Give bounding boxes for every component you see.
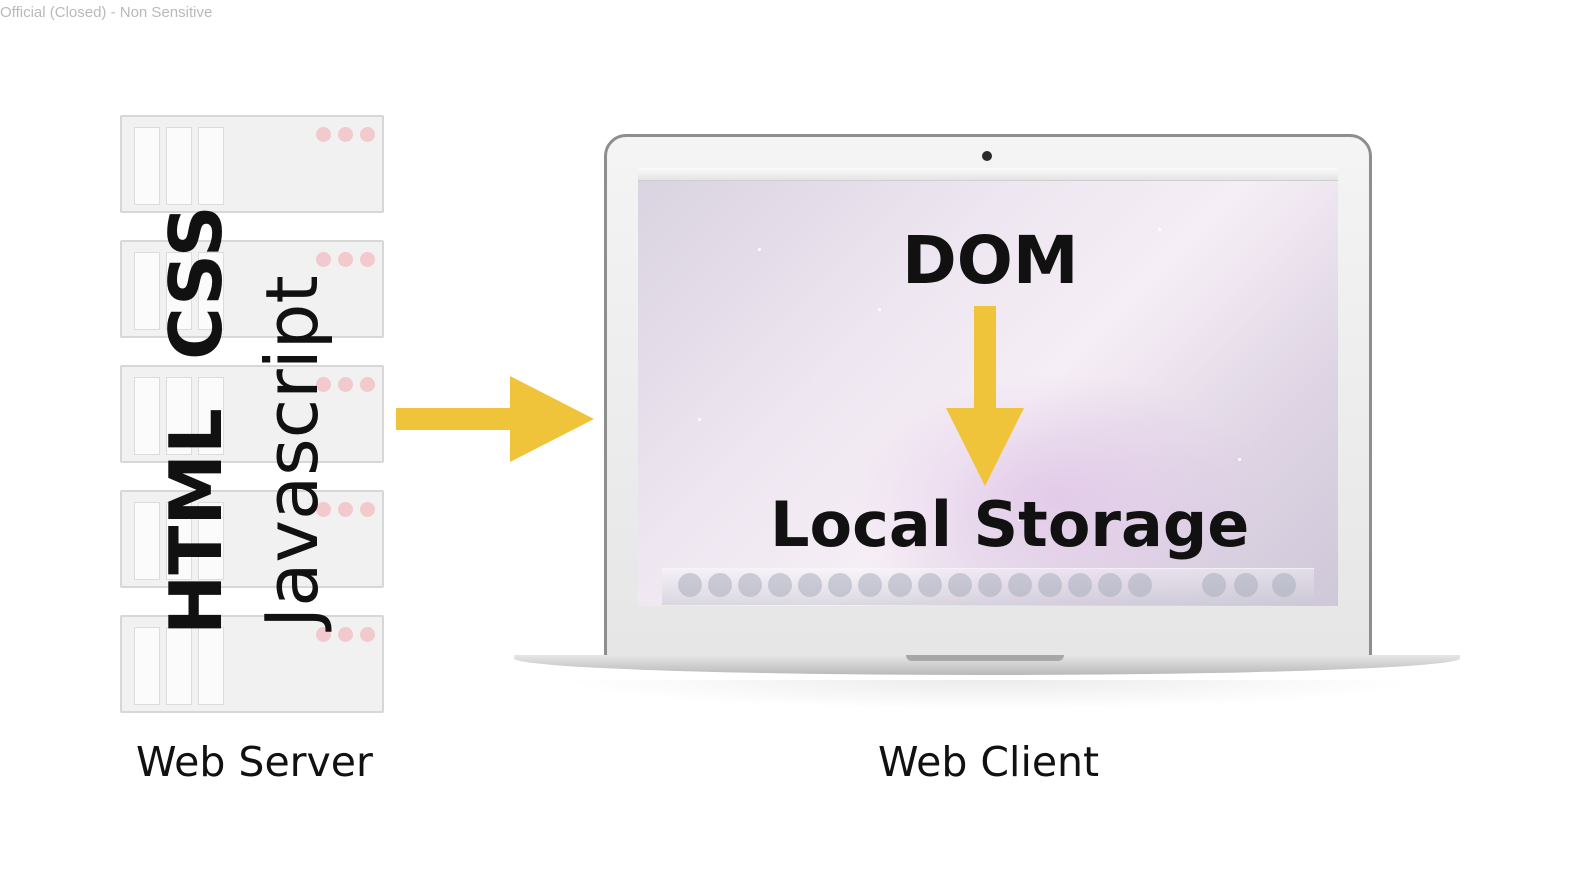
dock	[662, 568, 1314, 605]
drive-bay	[166, 127, 192, 205]
dock-app-icon	[1068, 573, 1092, 597]
drive-bay	[198, 252, 224, 330]
html-label: HTML	[154, 408, 238, 635]
dock-app-icon	[858, 573, 882, 597]
laptop-base	[514, 655, 1460, 675]
status-light-icon	[338, 252, 353, 267]
drive-bay	[134, 627, 160, 705]
drive-bay	[198, 502, 224, 580]
dock-app-icon	[1098, 573, 1122, 597]
drive-bay	[166, 252, 192, 330]
dock-folder-icon	[1234, 573, 1258, 597]
server-unit	[120, 490, 384, 588]
star-icon	[1018, 518, 1021, 521]
server-unit	[120, 240, 384, 338]
star-icon	[1158, 228, 1161, 231]
javascript-label: Javascript	[250, 275, 334, 628]
drive-bay	[134, 502, 160, 580]
server-unit	[120, 115, 384, 213]
dock-app-icon	[768, 573, 792, 597]
laptop-notch	[906, 655, 1064, 661]
web-client-caption: Web Client	[878, 738, 1100, 786]
dock-app-icon	[828, 573, 852, 597]
drive-bay	[198, 377, 224, 455]
status-light-icon	[360, 502, 375, 517]
dock-app-icon	[978, 573, 1002, 597]
server-to-client-arrow-icon	[396, 376, 594, 462]
menu-bar	[638, 168, 1338, 181]
trash-icon	[1272, 573, 1296, 597]
dock-app-icon	[738, 573, 762, 597]
dock-app-icon	[678, 573, 702, 597]
status-light-icon	[360, 377, 375, 392]
status-light-icon	[360, 627, 375, 642]
server-unit	[120, 615, 384, 713]
status-light-icon	[316, 627, 331, 642]
status-light-icon	[338, 127, 353, 142]
dock-app-icon	[708, 573, 732, 597]
classification-label: Official (Closed) - Non Sensitive	[0, 4, 213, 21]
dock-app-icon	[1128, 573, 1152, 597]
drive-bay	[166, 502, 192, 580]
css-label: CSS	[154, 205, 238, 360]
dom-label: DOM	[902, 222, 1079, 299]
star-icon	[1238, 458, 1241, 461]
drive-bay	[134, 252, 160, 330]
drive-bay	[166, 627, 192, 705]
drive-bay	[134, 377, 160, 455]
status-light-icon	[360, 252, 375, 267]
dock-app-icon	[948, 573, 972, 597]
dock-app-icon	[918, 573, 942, 597]
status-light-icon	[360, 127, 375, 142]
star-icon	[758, 248, 761, 251]
server-unit	[120, 365, 384, 463]
status-light-icon	[338, 502, 353, 517]
drive-bay	[134, 127, 160, 205]
status-light-icon	[316, 377, 331, 392]
camera-icon	[982, 151, 992, 161]
dock-app-icon	[1008, 573, 1032, 597]
drive-bay	[166, 377, 192, 455]
drive-bay	[198, 627, 224, 705]
local-storage-label: Local Storage	[770, 488, 1250, 561]
drive-bay	[198, 127, 224, 205]
status-light-icon	[338, 377, 353, 392]
star-icon	[878, 308, 881, 311]
status-light-icon	[316, 252, 331, 267]
star-icon	[698, 418, 701, 421]
web-server-illustration	[120, 115, 388, 717]
dock-app-icon	[1038, 573, 1062, 597]
star-icon	[818, 528, 821, 531]
web-server-caption: Web Server	[136, 738, 373, 786]
status-light-icon	[316, 127, 331, 142]
dock-app-icon	[888, 573, 912, 597]
laptop-shadow	[560, 680, 1420, 710]
status-light-icon	[338, 627, 353, 642]
status-light-icon	[316, 502, 331, 517]
laptop-screen	[638, 168, 1338, 606]
dock-folder-icon	[1202, 573, 1226, 597]
dock-app-icon	[798, 573, 822, 597]
